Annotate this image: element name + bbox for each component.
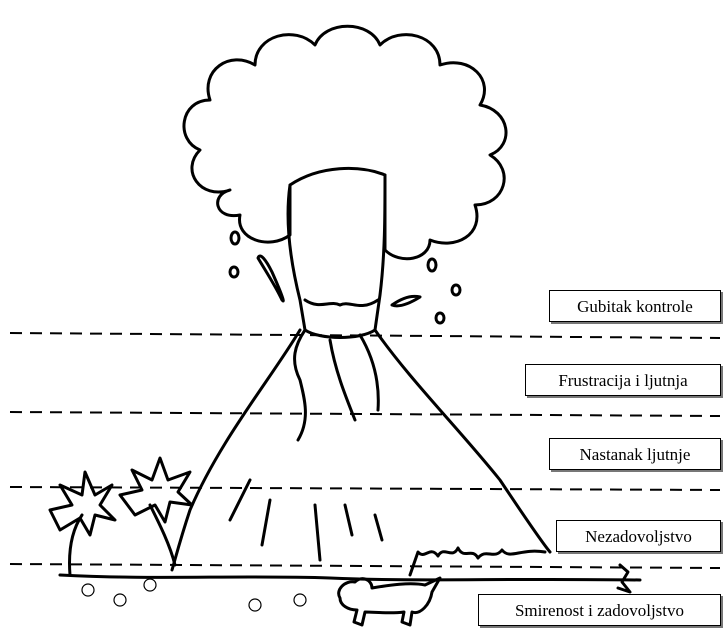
stage-label-dissatisfaction: Nezadovoljstvo [556,520,721,552]
stage-label-calm-satisfaction: Smirenost i zadovoljstvo [478,594,721,626]
stage-label-anger-onset: Nastanak ljutnje [549,438,721,470]
level-line-2 [10,487,720,490]
level-line-3 [10,564,720,568]
volcano-slope-right [375,330,550,552]
ejecta-left [258,256,283,301]
crater-lava [295,330,379,440]
ejecta-right [392,296,420,305]
stage-label-loss-of-control: Gubitak kontrole [549,290,721,322]
volcano-slope-left [172,330,300,570]
dog [339,578,440,625]
eruption-cloud [184,26,506,258]
eruption-column [288,175,385,338]
stage-label-frustration-anger: Frustracija i ljutnja [525,364,721,396]
level-line-1 [10,412,720,416]
palm-tree-right [120,458,192,565]
